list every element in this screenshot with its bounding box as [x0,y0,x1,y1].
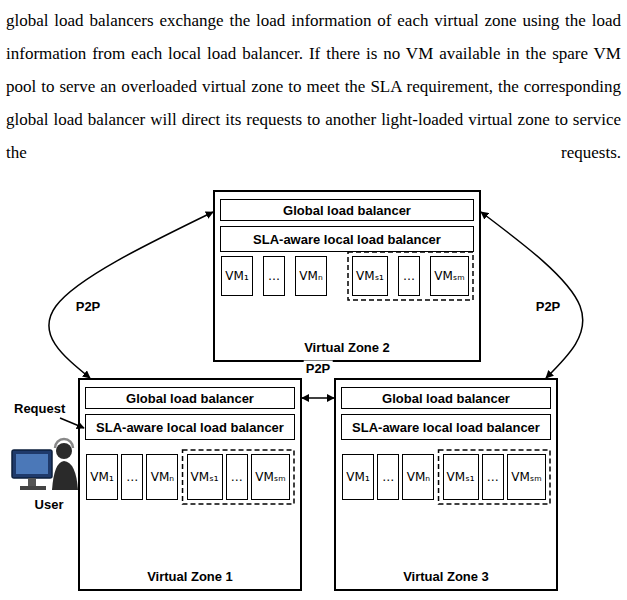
virtual-zone: Virtual Zone 1 Global load balancerSLA-aw… [78,378,302,591]
vm-box: VMₛₘ [507,454,546,500]
vm-box: VM₁ [221,256,253,296]
edge-label: P2P [304,361,333,376]
vm-box: VMₛₘ [430,256,469,296]
user-icon [12,439,78,490]
spare-vm-pool [348,252,473,300]
global-balancer-box: Global load balancer [220,199,474,221]
body-text: global load balancers exchange the load … [6,4,621,169]
p2p-connector [302,397,334,399]
virtual-zone: Virtual Zone 2 Global load balancerSLA-aw… [213,190,481,362]
edge-label: P2P [534,299,563,314]
node-text: Virtual Zone 1 [80,569,300,584]
p2p-connector [49,212,213,378]
node-text: VM₁ [90,470,113,484]
vm-box: … [226,454,248,500]
node-text: SLA-aware local load balancer [96,420,284,435]
node-text: VMₛₘ [434,269,465,283]
virtual-zone: Virtual Zone 3 Global load balancerSLA-aw… [334,378,558,591]
node-text: … [268,269,280,283]
spare-vm-pool [183,450,294,504]
vm-box: VMₙ [146,454,178,500]
vm-box: VMₙ [402,454,434,500]
keyboard [20,486,46,490]
node-text: VM₁ [346,470,369,484]
node-text: … [382,470,394,484]
vm-box: VM₁ [342,454,374,500]
node-text: … [487,470,499,484]
global-balancer-box: Global load balancer [85,387,295,409]
vm-box: … [121,454,143,500]
vm-box: … [377,454,399,500]
node-text: Global load balancer [126,391,254,406]
person-body [52,461,78,490]
edge-label: P2P [74,299,103,314]
vm-box: VMₛ₁ [352,256,388,296]
vm-box: … [263,256,285,296]
monitor-screen [16,454,48,474]
local-balancer-box: SLA-aware local load balancer [220,226,474,252]
vm-box: … [398,256,420,296]
node-text: SLA-aware local load balancer [253,232,441,247]
spare-vm-pool [439,450,550,504]
node-text: VMₛₘ [255,470,286,484]
label: User [35,497,64,512]
vm-box: VMₙ [295,256,327,296]
vm-box: VM₁ [86,454,118,500]
node-text: VM₁ [225,269,248,283]
monitor-stand [28,478,36,486]
vm-box: VMₛ₁ [443,454,479,500]
headphones [55,439,73,448]
local-balancer-box: SLA-aware local load balancer [85,414,295,440]
node-text: … [403,269,415,283]
node-text: VMₛ₁ [447,470,475,484]
vm-box: VMₛₘ [251,454,290,500]
vm-box: … [482,454,504,500]
node-text: VMₙ [151,470,174,484]
node-text: VMₙ [299,269,322,283]
node-text: VMₛₘ [511,470,542,484]
node-text: Global load balancer [382,391,510,406]
node-text: Virtual Zone 3 [336,569,556,584]
local-balancer-box: SLA-aware local load balancer [341,414,551,440]
node-text: Virtual Zone 2 [215,340,479,355]
label: Request [14,401,65,416]
node-text: Global load balancer [283,203,411,218]
person-head [56,443,72,459]
node-text: … [231,470,243,484]
p2p-connector [481,212,583,378]
node-text: VMₛ₁ [191,470,219,484]
node-text: … [126,470,138,484]
node-text: VMₙ [407,470,430,484]
request-arrow [60,418,84,428]
global-balancer-box: Global load balancer [341,387,551,409]
vm-box: VMₛ₁ [187,454,223,500]
node-text: SLA-aware local load balancer [352,420,540,435]
node-text: VMₛ₁ [356,269,384,283]
monitor [12,450,52,478]
